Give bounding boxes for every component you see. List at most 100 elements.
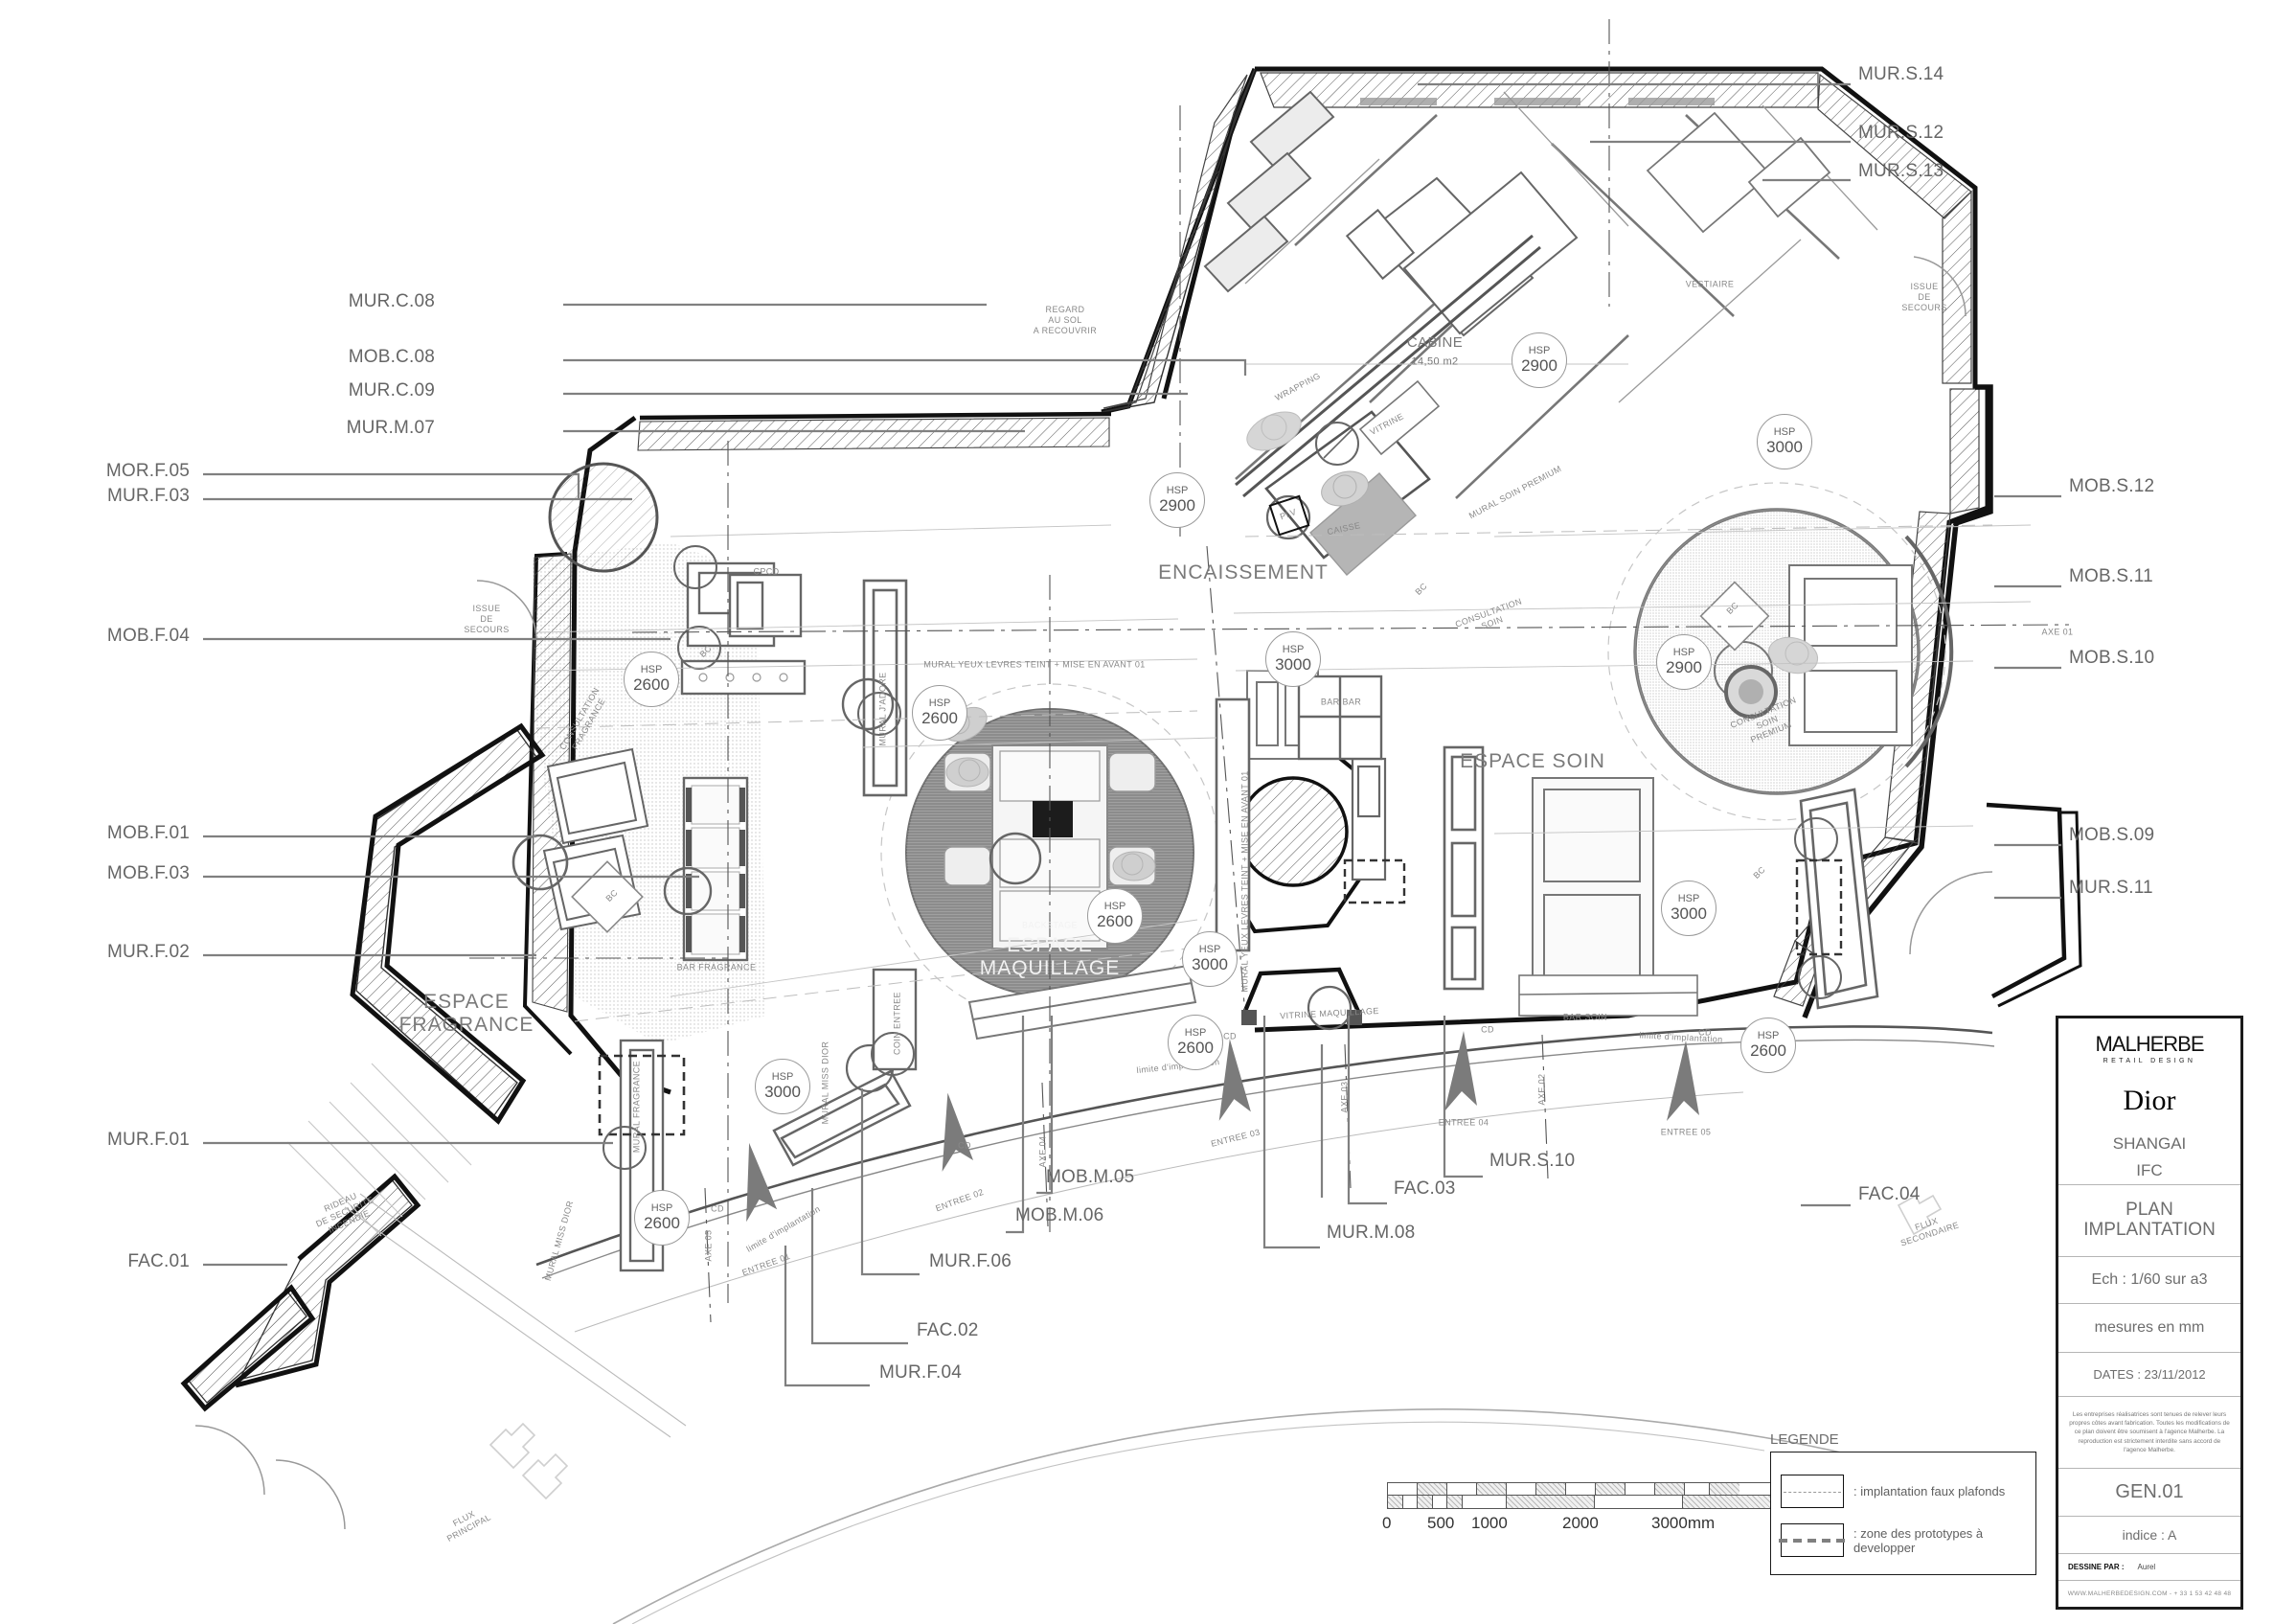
drawing-date: DATES : 23/11/2012 [2058,1353,2240,1397]
callout-mob-s-10: MOB.S.10 [2069,648,2155,668]
revision-index: indice : A [2058,1517,2240,1555]
hsp-label: HSP [1757,1029,1780,1041]
hsp-label: HSP [1166,484,1189,496]
callout-mob-s-11: MOB.S.11 [2069,566,2153,586]
hsp-label: HSP [650,1201,673,1214]
website-text: WWW.MALHERBEDESIGN.COM - + 33 1 53 42 48… [2067,1590,2232,1598]
hsp-value: 3000 [1275,654,1311,674]
plan-annotation: MURAL YEUX LEVRES TEINT + MISE EN AVANT … [1239,770,1250,993]
legend-label: : implantation faux plafonds [1853,1484,2006,1498]
callout-mob-m-05: MOB.M.05 [1046,1167,1135,1187]
callout-mob-f-01: MOB.F.01 [106,823,190,843]
hsp-value: 2900 [1666,657,1702,676]
callout-mur-f-04: MUR.F.04 [879,1362,963,1383]
brand-logo: Dior [2058,1069,2240,1130]
project-mall: IFC [2136,1161,2163,1180]
plan-annotation: ENTREE 05 [1660,1127,1712,1137]
scale-tick: 1000 [1471,1514,1508,1532]
hsp-label: HSP [640,663,663,675]
plan-annotation: CD [1223,1031,1237,1041]
callout-fac-03: FAC.03 [1394,1178,1456,1199]
hsp-value: 3000 [764,1082,801,1101]
callout-mur-m-07: MUR.M.07 [346,418,435,438]
plan-annotation: AXE 03 [1339,1081,1350,1113]
hsp-value: 2900 [1159,495,1195,515]
zone-label: ESPACE SOIN [1460,749,1605,772]
callout-mur-s-13: MUR.S.13 [1858,161,1944,181]
drawn-by-value: Aurel [2137,1563,2156,1572]
callout-fac-04: FAC.04 [1858,1184,1921,1204]
scale-tick-labels: 0 500 1000 2000 3000mm [1382,1514,1862,1535]
agency-logo: MALHERBE RETAIL DESIGN [2058,1018,2240,1069]
hsp-value: 2600 [921,708,958,727]
scale-tick: 2000 [1562,1514,1599,1532]
plan-annotation: BACKSTAGE [1022,920,1078,930]
callout-mob-s-09: MOB.S.09 [2069,825,2155,845]
agency-name: MALHERBE [2095,1032,2204,1056]
legend: LEGENDE : implantation faux plafonds : z… [1770,1431,2036,1575]
plan-annotation: MURAL J'ADORE [877,672,888,746]
legend-swatch-false-ceiling [1781,1475,1844,1508]
callout-mur-s-11: MUR.S.11 [2069,878,2153,898]
hsp-label: HSP [1282,643,1305,655]
hsp-value: 2900 [1521,355,1557,375]
plan-annotation: CD [1698,1027,1712,1038]
callout-mob-m-06: MOB.M.06 [1015,1205,1104,1225]
drawing-units: mesures en mm [2058,1304,2240,1353]
callout-mur-f-06: MUR.F.06 [929,1251,1012,1271]
legend-item: : zone des prototypes à developper [1779,1523,2026,1557]
hsp-label: HSP [1103,900,1126,912]
callout-mob-f-03: MOB.F.03 [106,863,190,883]
hsp-label: HSP [1677,892,1700,904]
hsp-value: 2600 [1750,1041,1786,1060]
callout-mor-f-05: MOR.F.05 [105,461,190,481]
callout-mur-s-14: MUR.S.14 [1858,64,1944,84]
plan-annotation: CABINE [1406,334,1464,351]
callout-mur-c-09: MUR.C.09 [348,380,435,400]
scale-tick: 500 [1427,1514,1455,1532]
plan-annotation: CD [711,1203,724,1214]
drawn-by: DESSINE PAR : Aurel [2062,1559,2237,1575]
callout-mob-c-08: MOB.C.08 [348,347,435,367]
drawing-scale: Ech : 1/60 sur a3 [2058,1257,2240,1304]
legend-swatch-prototype-zone [1779,1523,1846,1557]
scale-row-top [1387,1482,1862,1496]
hsp-label: HSP [1773,425,1796,438]
hsp-label: HSP [928,697,951,709]
plan-annotation: CD [1481,1024,1494,1035]
legal-note: Les entreprises réalisatrices sont tenue… [2058,1397,2240,1470]
legend-label: : zone des prototypes à developper [1853,1525,1984,1555]
drawn-by-row: DESSINE PAR : Aurel [2058,1554,2240,1582]
scale-tick: 3000mm [1651,1514,1716,1532]
callout-mur-f-02: MUR.F.02 [106,942,190,962]
hsp-value: 3000 [1671,903,1707,923]
drawing-title-line1: PLAN [2126,1200,2173,1221]
drawing-number: GEN.01 [2058,1469,2240,1518]
plan-annotation: AXE 05 [703,1229,714,1262]
plan-annotation: CPCD [753,566,780,577]
hsp-label: HSP [1184,1026,1207,1039]
callout-fac-02: FAC.02 [917,1320,979,1340]
plan-annotation: 14,50 m2 [1411,355,1459,368]
plan-annotation: MURAL MISS DIOR [820,1041,830,1125]
hsp-label: HSP [1198,943,1221,955]
agency-contact: WWW.MALHERBEDESIGN.COM - + 33 1 53 42 48… [2058,1581,2240,1607]
callout-mob-f-04: MOB.F.04 [106,626,190,646]
plan-annotation: MURAL FRAGRANCE [631,1060,642,1154]
plan-annotation: AXE 02 [1536,1073,1547,1106]
plan-annotation: ENTREE 04 [1438,1117,1489,1128]
hsp-value: 3000 [1192,954,1228,973]
scale-tick: 0 [1382,1514,1392,1532]
hsp-value: 2600 [633,675,670,694]
plan-annotation: CD [958,1140,971,1151]
agency-tagline: RETAIL DESIGN [2103,1058,2196,1064]
